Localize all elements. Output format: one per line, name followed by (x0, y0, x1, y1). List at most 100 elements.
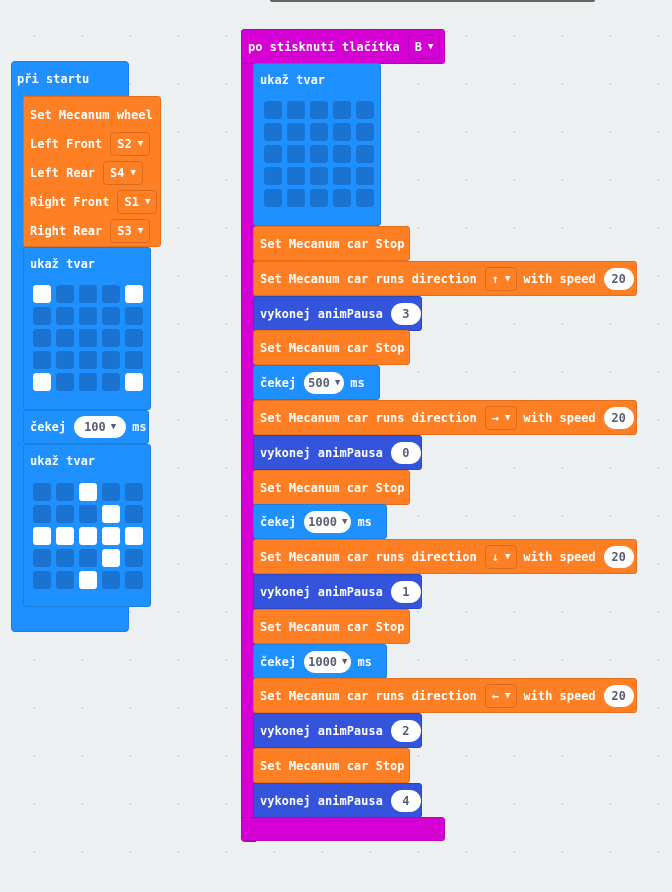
led-cell[interactable] (310, 145, 328, 163)
led-cell[interactable] (56, 527, 74, 545)
led-cell[interactable] (102, 285, 120, 303)
led-cell[interactable] (79, 285, 97, 303)
led-cell[interactable] (356, 167, 374, 185)
led-cell[interactable] (102, 329, 120, 347)
led-cell[interactable] (264, 167, 282, 185)
led-cell[interactable] (287, 101, 305, 119)
led-cell[interactable] (79, 329, 97, 347)
led-cell[interactable] (56, 483, 74, 501)
direction-dropdown[interactable]: ↓▼ (484, 544, 518, 569)
function-arg-input[interactable]: 3 (390, 302, 421, 325)
mecanum-stop-block[interactable]: Set Mecanum car Stop (253, 748, 410, 783)
led-cell[interactable] (287, 189, 305, 207)
led-cell[interactable] (33, 285, 51, 303)
led-cell[interactable] (33, 307, 51, 325)
led-cell[interactable] (356, 189, 374, 207)
pause-dropdown[interactable]: 1000▼ (304, 650, 352, 673)
button-dropdown[interactable]: B▼ (407, 34, 441, 59)
led-cell[interactable] (264, 189, 282, 207)
pause-dropdown[interactable]: 500▼ (304, 371, 345, 394)
led-cell[interactable] (356, 145, 374, 163)
led-cell[interactable] (33, 571, 51, 589)
led-cell[interactable] (33, 329, 51, 347)
led-cell[interactable] (310, 123, 328, 141)
led-cell[interactable] (125, 505, 143, 523)
servo-dropdown[interactable]: S2▼ (110, 131, 151, 156)
function-arg-input[interactable]: 4 (390, 789, 421, 812)
led-cell[interactable] (333, 101, 351, 119)
direction-dropdown[interactable]: ←▼ (484, 683, 518, 708)
led-cell[interactable] (102, 549, 120, 567)
mecanum-stop-block[interactable]: Set Mecanum car Stop (253, 470, 410, 505)
led-cell[interactable] (56, 505, 74, 523)
mecanum-direction-block[interactable]: Set Mecanum car runs direction↓▼with spe… (253, 539, 637, 574)
mecanum-direction-block[interactable]: Set Mecanum car runs direction↑▼with spe… (253, 261, 637, 296)
led-cell[interactable] (125, 285, 143, 303)
servo-dropdown[interactable]: S4▼ (103, 160, 143, 185)
led-cell[interactable] (310, 101, 328, 119)
led-cell[interactable] (333, 189, 351, 207)
led-cell[interactable] (33, 505, 51, 523)
direction-dropdown[interactable]: →▼ (484, 405, 518, 430)
led-cell[interactable] (310, 189, 328, 207)
led-cell[interactable] (79, 307, 97, 325)
direction-dropdown[interactable]: ↑▼ (484, 266, 518, 291)
function-arg-input[interactable]: 2 (390, 719, 421, 742)
led-cell[interactable] (79, 483, 97, 501)
led-cell[interactable] (102, 373, 120, 391)
led-cell[interactable] (125, 549, 143, 567)
led-cell[interactable] (33, 373, 51, 391)
led-cell[interactable] (333, 145, 351, 163)
led-cell[interactable] (56, 351, 74, 369)
function-arg-input[interactable]: 0 (390, 441, 421, 464)
led-cell[interactable] (310, 167, 328, 185)
led-cell[interactable] (125, 483, 143, 501)
servo-dropdown[interactable]: S1▼ (117, 189, 158, 214)
function-arg-input[interactable]: 1 (390, 580, 421, 603)
servo-dropdown[interactable]: S3▼ (110, 218, 151, 243)
led-cell[interactable] (125, 373, 143, 391)
mecanum-direction-block[interactable]: Set Mecanum car runs direction←▼with spe… (253, 678, 637, 713)
led-cell[interactable] (79, 571, 97, 589)
led-cell[interactable] (79, 373, 97, 391)
led-cell[interactable] (333, 123, 351, 141)
led-cell[interactable] (79, 527, 97, 545)
led-cell[interactable] (125, 307, 143, 325)
speed-input[interactable]: 20 (603, 684, 634, 707)
mecanum-direction-block[interactable]: Set Mecanum car runs direction→▼with spe… (253, 400, 637, 435)
led-cell[interactable] (125, 571, 143, 589)
led-cell[interactable] (33, 549, 51, 567)
mecanum-stop-block[interactable]: Set Mecanum car Stop (253, 609, 410, 644)
mecanum-stop-block[interactable]: Set Mecanum car Stop (253, 226, 410, 261)
led-cell[interactable] (125, 527, 143, 545)
led-cell[interactable] (125, 329, 143, 347)
led-cell[interactable] (287, 123, 305, 141)
led-cell[interactable] (333, 167, 351, 185)
led-cell[interactable] (102, 505, 120, 523)
speed-input[interactable]: 20 (603, 267, 634, 290)
led-cell[interactable] (79, 351, 97, 369)
led-cell[interactable] (264, 101, 282, 119)
led-cell[interactable] (102, 527, 120, 545)
speed-input[interactable]: 20 (603, 545, 634, 568)
led-cell[interactable] (79, 505, 97, 523)
led-cell[interactable] (264, 145, 282, 163)
pause-dropdown[interactable]: 1000▼ (304, 510, 352, 533)
led-cell[interactable] (102, 307, 120, 325)
led-cell[interactable] (56, 373, 74, 391)
pause-dropdown[interactable]: 100▼ (74, 416, 127, 438)
led-cell[interactable] (56, 307, 74, 325)
led-cell[interactable] (56, 329, 74, 347)
led-cell[interactable] (102, 351, 120, 369)
led-cell[interactable] (264, 123, 282, 141)
led-cell[interactable] (33, 351, 51, 369)
